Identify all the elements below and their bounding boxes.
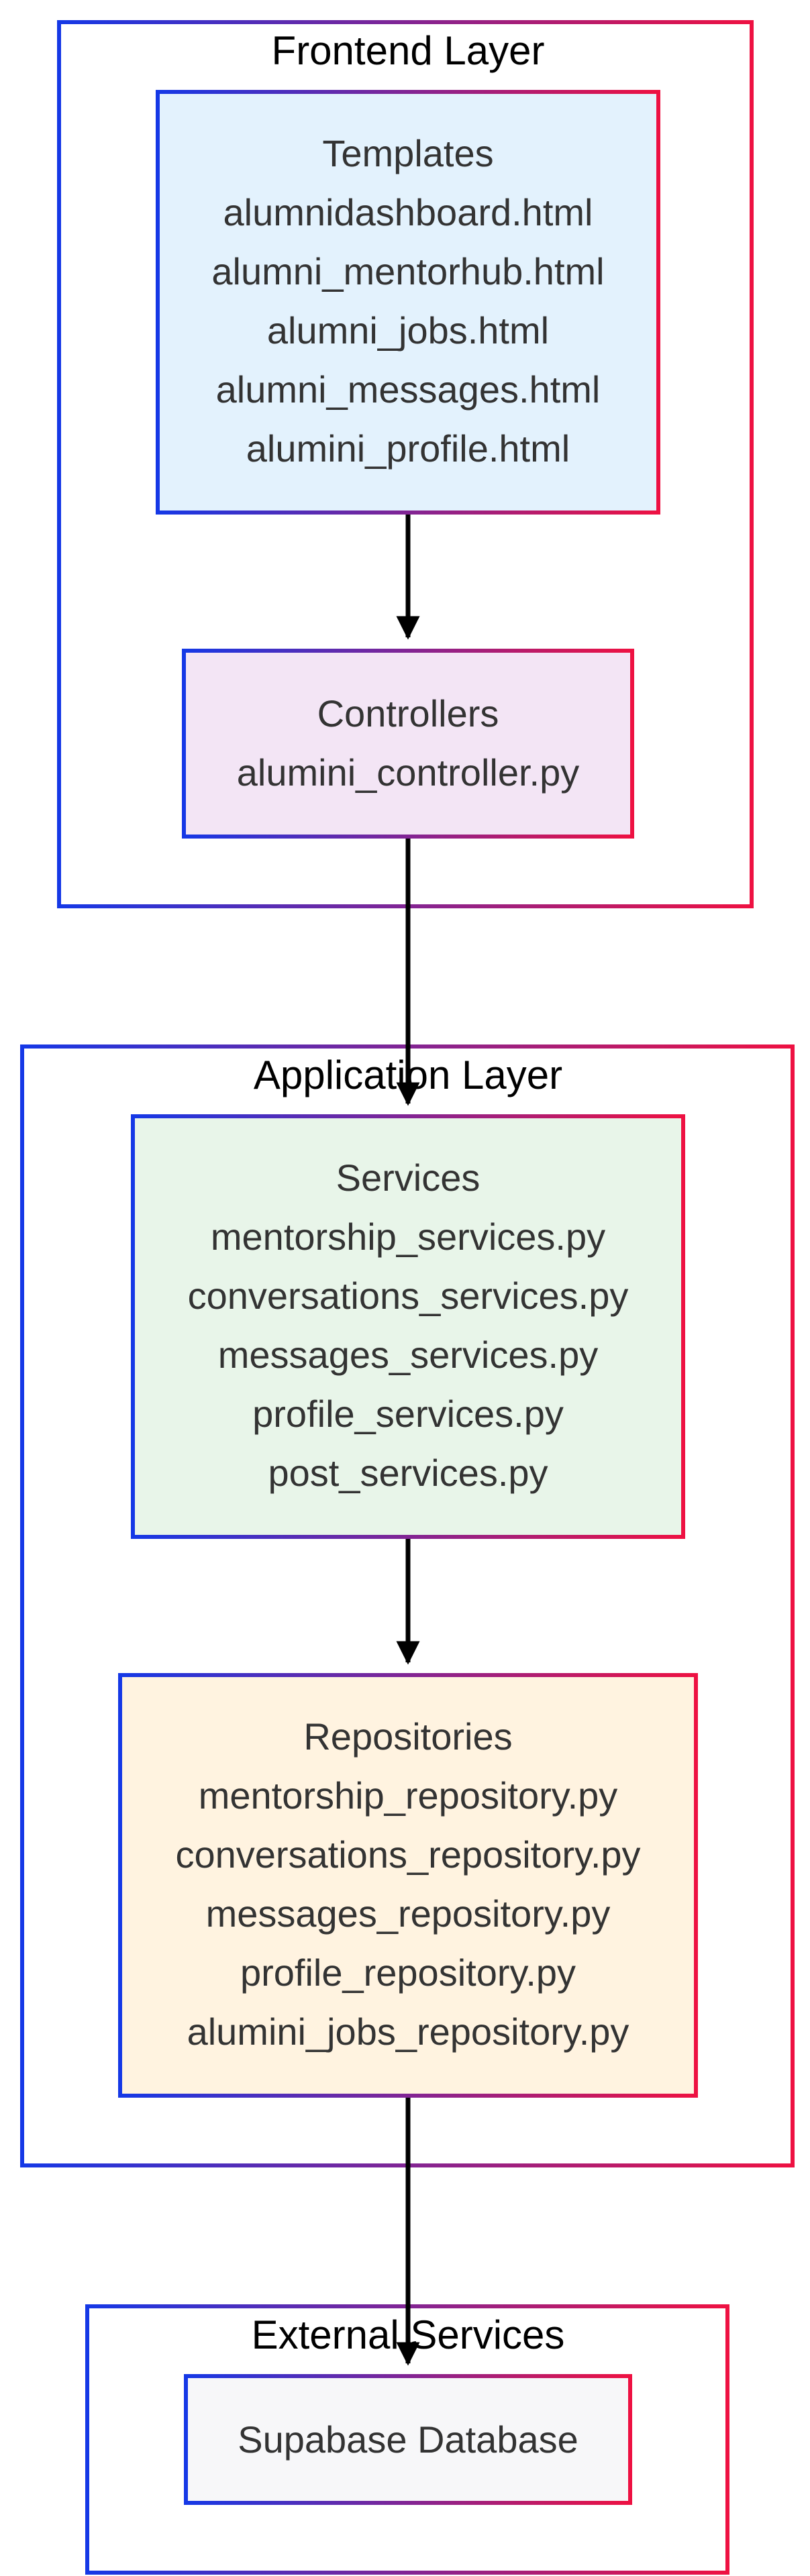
- controllers-label: Controllers: [317, 692, 499, 735]
- repositories-label: Repositories: [303, 1715, 512, 1758]
- repositories-node: [118, 1673, 698, 2098]
- application-layer-title: Application Layer: [254, 1053, 562, 1097]
- database-label: Supabase Database: [238, 2418, 578, 2461]
- services-file-messages: messages_services.py: [218, 1334, 598, 1376]
- repositories-file-jobs: alumini_jobs_repository.py: [187, 2010, 629, 2053]
- templates-file-dashboard: alumnidashboard.html: [223, 191, 593, 233]
- services-file-mentorship: mentorship_services.py: [211, 1216, 605, 1258]
- repositories-file-conversations: conversations_repository.py: [175, 1833, 640, 1876]
- controllers-file: alumini_controller.py: [237, 751, 579, 794]
- services-file-conversations: conversations_services.py: [188, 1275, 629, 1317]
- templates-file-profile: alumini_profile.html: [246, 427, 570, 470]
- repositories-file-profile: profile_repository.py: [240, 1951, 576, 1994]
- templates-file-messages: alumni_messages.html: [216, 368, 601, 411]
- frontend-layer-title: Frontend Layer: [272, 28, 545, 73]
- services-label: Services: [336, 1157, 480, 1199]
- database-node: [184, 2374, 632, 2505]
- repositories-file-mentorship: mentorship_repository.py: [199, 1774, 618, 1817]
- templates-label: Templates: [322, 132, 493, 174]
- controllers-node: [182, 649, 634, 839]
- templates-file-jobs: alumni_jobs.html: [267, 309, 549, 352]
- services-file-profile: profile_services.py: [252, 1393, 564, 1435]
- frontend-layer-group: [57, 20, 754, 908]
- templates-node: [156, 90, 660, 515]
- services-node: [131, 1114, 685, 1539]
- services-file-post: post_services.py: [268, 1452, 548, 1494]
- external-services-title: External Services: [252, 2312, 565, 2357]
- repositories-file-messages: messages_repository.py: [206, 1892, 611, 1935]
- templates-file-mentorhub: alumni_mentorhub.html: [211, 250, 604, 292]
